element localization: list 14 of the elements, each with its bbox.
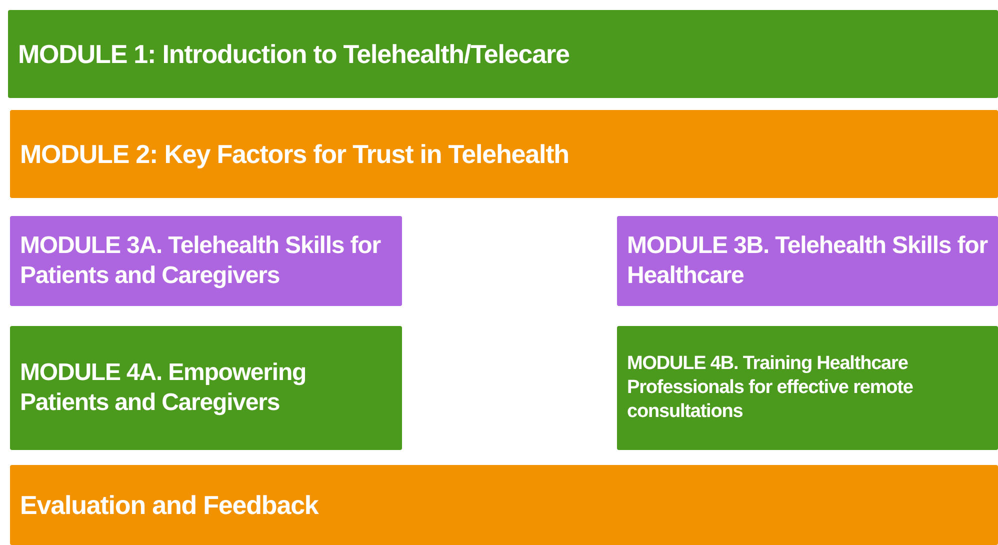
module-title: MODULE 4A. Empowering Patients and Caregivers	[20, 358, 308, 418]
module-bar	[10, 326, 402, 450]
module-title: MODULE 2: Key Factors for Trust in Telehealth	[20, 138, 569, 170]
module-bar	[617, 216, 998, 306]
module-title: Evaluation and Feedback	[20, 488, 318, 522]
module-bar	[10, 465, 998, 545]
module-bar	[617, 326, 998, 450]
module-title: MODULE 4B. Training Healthcare Professionals for effective remote consultations	[627, 352, 914, 424]
module-bar	[10, 216, 402, 306]
module-bar	[10, 110, 998, 198]
module-title: MODULE 3A. Telehealth Skills for Patients and Caregivers	[20, 231, 382, 291]
module-bar	[8, 10, 998, 98]
module-title: MODULE 1: Introduction to Telehealth/Telecare	[18, 38, 570, 70]
module-title: MODULE 3B. Telehealth Skills for Healthcare	[627, 231, 988, 291]
